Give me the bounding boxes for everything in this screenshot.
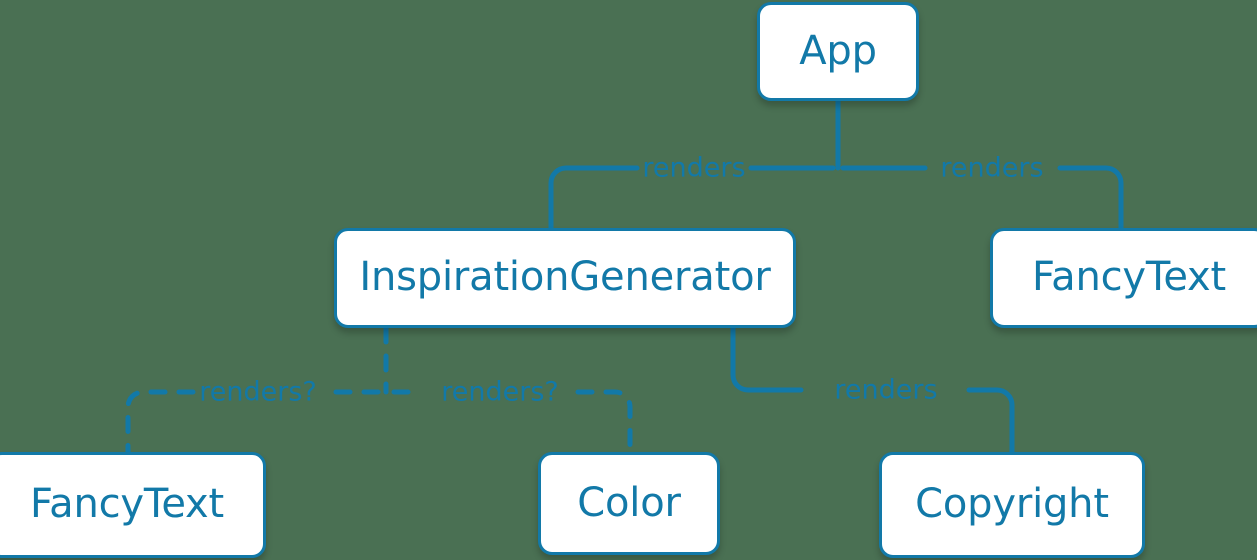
edge-app-fancytext-right-run xyxy=(1057,165,1124,231)
edge-inspgen-color-run xyxy=(391,389,633,455)
edge-label-app-fancytext: renders xyxy=(940,152,1044,184)
node-app-label: App xyxy=(799,27,877,74)
edge-label-app-inspiration-generator: renders xyxy=(642,152,746,184)
node-fancytext-right-label: FancyText xyxy=(1032,254,1226,300)
node-color[interactable]: Color xyxy=(538,452,720,555)
node-fancytext-right[interactable]: FancyText xyxy=(990,228,1257,328)
edge-label-inspiration-generator-fancytext: renders? xyxy=(199,376,317,408)
node-inspiration-generator[interactable]: InspirationGenerator xyxy=(334,228,796,328)
node-inspiration-generator-label: InspirationGenerator xyxy=(359,254,771,300)
edge-label-inspiration-generator-copyright: renders xyxy=(834,374,938,406)
edge-label-inspiration-generator-color: renders? xyxy=(441,376,559,408)
edge-inspgen-fancytext-run xyxy=(125,389,381,455)
node-copyright-label: Copyright xyxy=(915,481,1109,527)
node-fancytext-left-label: FancyText xyxy=(30,481,224,527)
edge-inspgen-copyright-left-run xyxy=(730,325,804,393)
edge-inspgen-copyright-right-run xyxy=(966,387,1015,455)
edge-app-inspgen-left-run xyxy=(548,165,640,231)
node-fancytext-left[interactable]: FancyText xyxy=(0,452,266,558)
node-copyright[interactable]: Copyright xyxy=(879,452,1145,558)
node-app[interactable]: App xyxy=(757,2,919,101)
node-color-label: Color xyxy=(577,479,681,526)
